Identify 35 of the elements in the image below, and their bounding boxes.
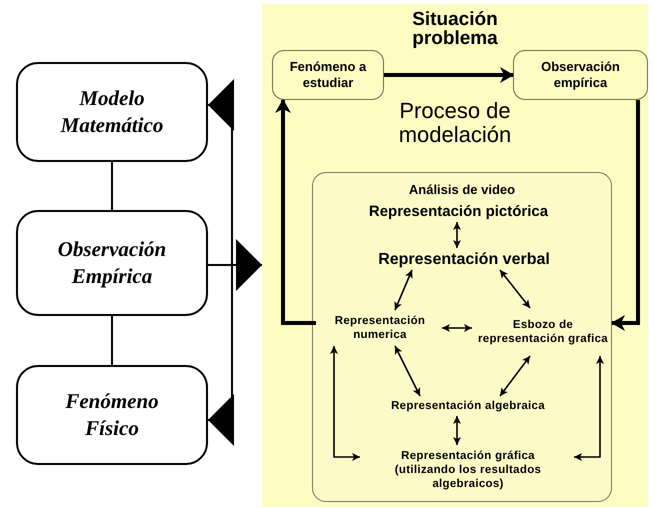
panel-heading: Proceso de modelación (398, 99, 512, 147)
rounded-box (16, 210, 208, 316)
arrow (208, 239, 262, 291)
arrow (394, 346, 421, 396)
representation-label: Representación pictórica (368, 203, 548, 221)
rounded-box (16, 365, 208, 465)
box-label: Observación Empírica (56, 236, 168, 290)
arrow (208, 79, 234, 446)
rounded-box (272, 50, 384, 100)
box-label: Fenómeno a estudiar (288, 59, 368, 91)
process-panel (262, 4, 648, 507)
rounded-box (16, 62, 208, 162)
box-heading: Análisis de video (408, 182, 516, 197)
arrow (499, 270, 531, 308)
arrow (453, 416, 461, 445)
arrow (394, 270, 413, 310)
arrow (499, 356, 531, 396)
representation-label: Representación algebraica (391, 400, 545, 414)
rounded-box (513, 50, 648, 100)
arrow (574, 356, 604, 461)
arrow (275, 99, 316, 325)
box-label: Fenómeno Físico (64, 388, 160, 442)
arrow (330, 346, 360, 461)
arrow (611, 100, 640, 331)
arrow (442, 324, 472, 332)
representation-label: Representación verbal (378, 250, 550, 270)
arrow (453, 222, 461, 248)
box-label: Modelo Matemático (59, 84, 164, 139)
representation-label: Representación numerica (334, 315, 426, 343)
representation-label: Representación gráfica (utilizando los resultados algebraicos) (394, 450, 542, 492)
analysis-box (312, 172, 612, 502)
arrow (384, 67, 514, 83)
panel-title: Situación problema (411, 10, 499, 48)
representation-label: Esbozo de representación grafica (477, 319, 609, 347)
box-label: Observación empírica (540, 59, 621, 91)
